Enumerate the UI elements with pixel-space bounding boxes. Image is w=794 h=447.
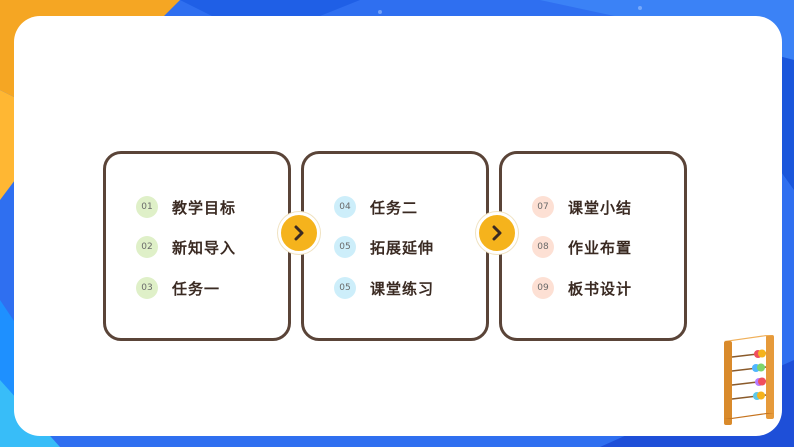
item-number-badge: 05 — [334, 236, 356, 258]
chevron-right-icon[interactable] — [476, 212, 518, 254]
item-label: 任务一 — [172, 279, 221, 298]
list-item[interactable]: 05 拓展延伸 — [334, 236, 434, 258]
list-item[interactable]: 02 新知导入 — [136, 236, 236, 258]
abacus-icon — [720, 335, 778, 427]
list-item[interactable]: 01 教学目标 — [136, 196, 236, 218]
chevron-right-glyph — [294, 225, 304, 241]
item-number-badge: 09 — [532, 277, 554, 299]
item-number-badge: 05 — [334, 277, 356, 299]
panel-1: 01 教学目标 02 新知导入 03 任务一 — [103, 151, 291, 341]
list-item[interactable]: 09 板书设计 — [532, 277, 632, 299]
item-number-badge: 08 — [532, 236, 554, 258]
chevron-right-glyph — [492, 225, 502, 241]
item-label: 教学目标 — [172, 198, 237, 217]
item-label: 任务二 — [370, 198, 419, 217]
item-label: 作业布置 — [568, 238, 633, 257]
chevron-right-icon[interactable] — [278, 212, 320, 254]
item-number-badge: 02 — [136, 236, 158, 258]
list-item[interactable]: 05 课堂练习 — [334, 277, 434, 299]
list-item[interactable]: 07 课堂小结 — [532, 196, 632, 218]
item-number-badge: 01 — [136, 196, 158, 218]
item-label: 课堂小结 — [568, 198, 633, 217]
item-number-badge: 03 — [136, 277, 158, 299]
list-item[interactable]: 08 作业布置 — [532, 236, 632, 258]
item-label: 板书设计 — [568, 279, 633, 298]
item-label: 拓展延伸 — [370, 238, 435, 257]
item-label: 新知导入 — [172, 238, 237, 257]
list-item[interactable]: 04 任务二 — [334, 196, 418, 218]
panel-2: 04 任务二 05 拓展延伸 05 课堂练习 — [301, 151, 489, 341]
item-number-badge: 04 — [334, 196, 356, 218]
list-item[interactable]: 03 任务一 — [136, 277, 220, 299]
item-label: 课堂练习 — [370, 279, 435, 298]
panel-3: 07 课堂小结 08 作业布置 09 板书设计 — [499, 151, 687, 341]
item-number-badge: 07 — [532, 196, 554, 218]
